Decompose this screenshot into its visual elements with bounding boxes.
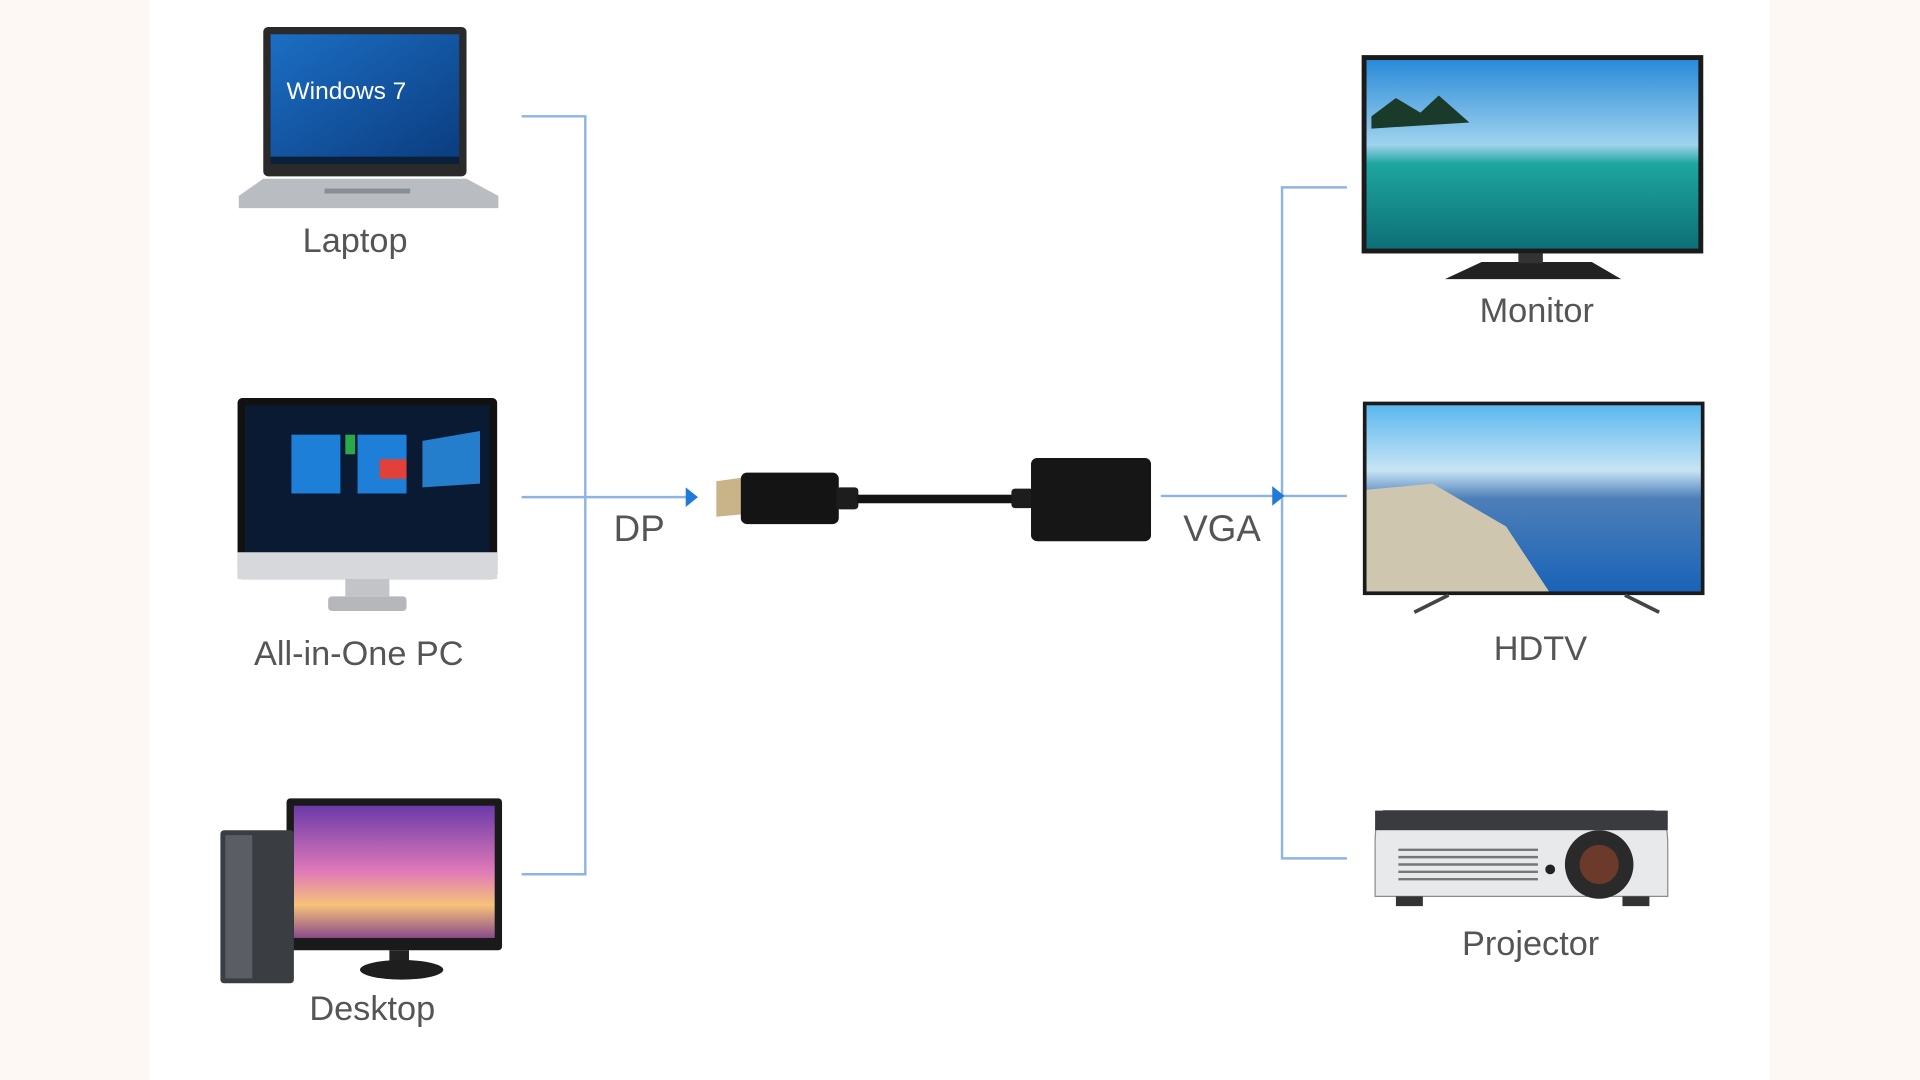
all-in-one-pc-label: All-in-One PC [253,634,464,673]
vga-arrow-icon [1272,486,1285,506]
dp-arrow-icon [685,487,698,507]
monitor-label: Monitor [1479,291,1594,330]
desktop-label: Desktop [309,989,436,1028]
dp-label: DP [613,509,665,550]
left-bracket [521,115,587,876]
hdtv-label: HDTV [1493,629,1588,668]
laptop-label: Laptop [302,221,408,260]
laptop-screen-text: Windows 7 [286,78,407,106]
vga-label: VGA [1183,509,1261,550]
projector-label: Projector [1462,924,1600,963]
right-bracket [1280,186,1347,860]
